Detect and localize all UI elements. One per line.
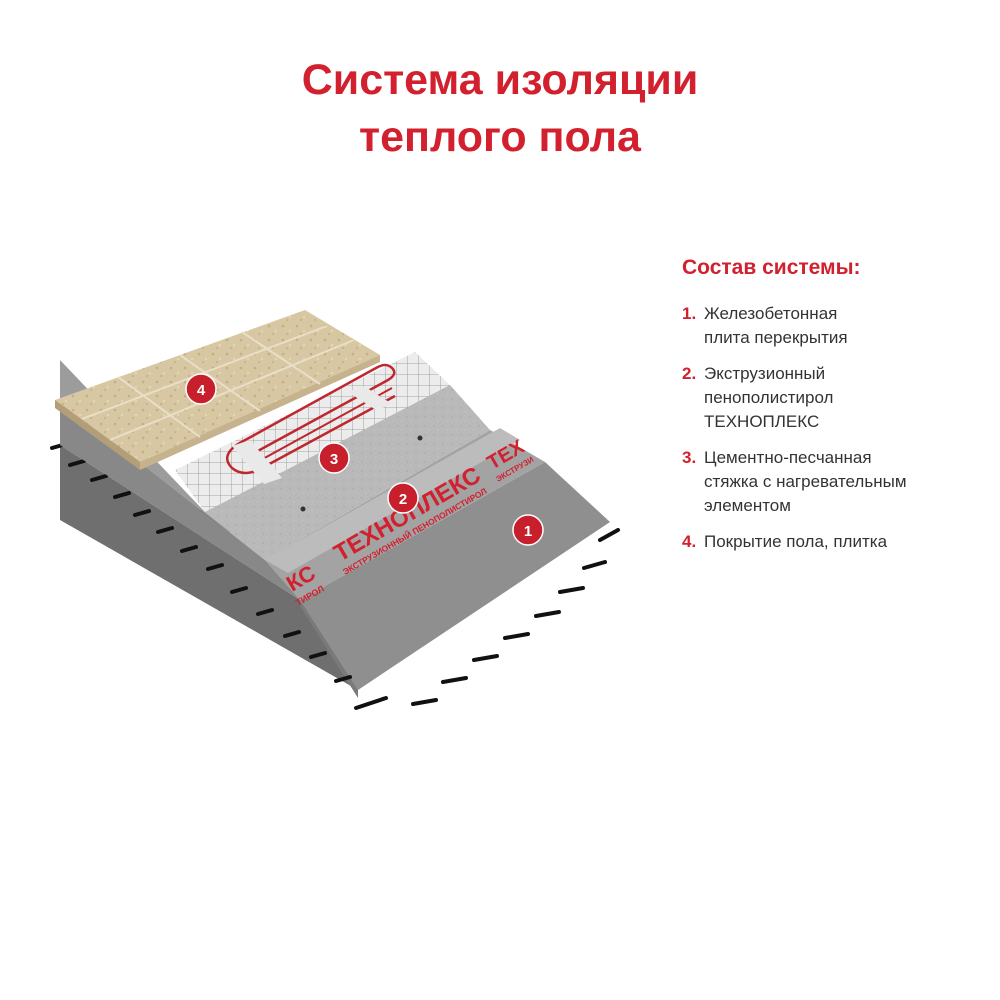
marker-4: 4 xyxy=(185,373,217,405)
legend-item: 4. Покрытие пола, плитка xyxy=(682,530,992,554)
legend-item-text: Цементно-песчанная стяжка с нагревательн… xyxy=(704,448,907,515)
legend-item: 2. Экструзионный пенополистирол ТЕХНОПЛЕ… xyxy=(682,362,992,434)
legend-item-number: 3. xyxy=(682,448,697,467)
legend-item-text: Железобетонная плита перекрытия xyxy=(704,304,848,347)
system-composition-legend: Состав системы: 1. Железобетонная плита … xyxy=(682,256,992,566)
tile-joints xyxy=(81,325,355,441)
screed-heating-layer xyxy=(60,352,490,560)
rebar-ends xyxy=(50,442,620,710)
marker-4-label: 4 xyxy=(197,382,206,399)
marker-1: 1 xyxy=(512,514,544,546)
mounting-tape xyxy=(232,440,282,484)
legend-item-text: Покрытие пола, плитка xyxy=(704,532,888,551)
legend-item-number: 1. xyxy=(682,304,697,323)
marker-3: 3 xyxy=(318,442,350,474)
mounting-tape xyxy=(348,386,392,410)
heating-cable xyxy=(225,363,396,475)
marker-2-label: 2 xyxy=(399,491,407,508)
legend-item-number: 2. xyxy=(682,364,697,383)
page-title-line-2: теплого пола xyxy=(359,113,641,161)
legend-item: 3. Цементно-песчанная стяжка с нагревате… xyxy=(682,446,992,518)
page-title: Система изоляции теплого пола xyxy=(0,52,1000,166)
legend-item: 1. Железобетонная плита перекрытия xyxy=(682,302,992,350)
page-title-line-1: Система изоляции xyxy=(301,56,699,104)
marker-1-label: 1 xyxy=(524,523,532,540)
tile-layer xyxy=(55,310,380,470)
legend-title: Состав системы: xyxy=(682,256,861,279)
legend-item-number: 4. xyxy=(682,532,697,551)
marker-2: 2 xyxy=(387,482,419,514)
marker-3-label: 3 xyxy=(330,451,338,468)
legend-item-text: Экструзионный пенополистирол ТЕХНОПЛЕКС xyxy=(704,364,834,431)
